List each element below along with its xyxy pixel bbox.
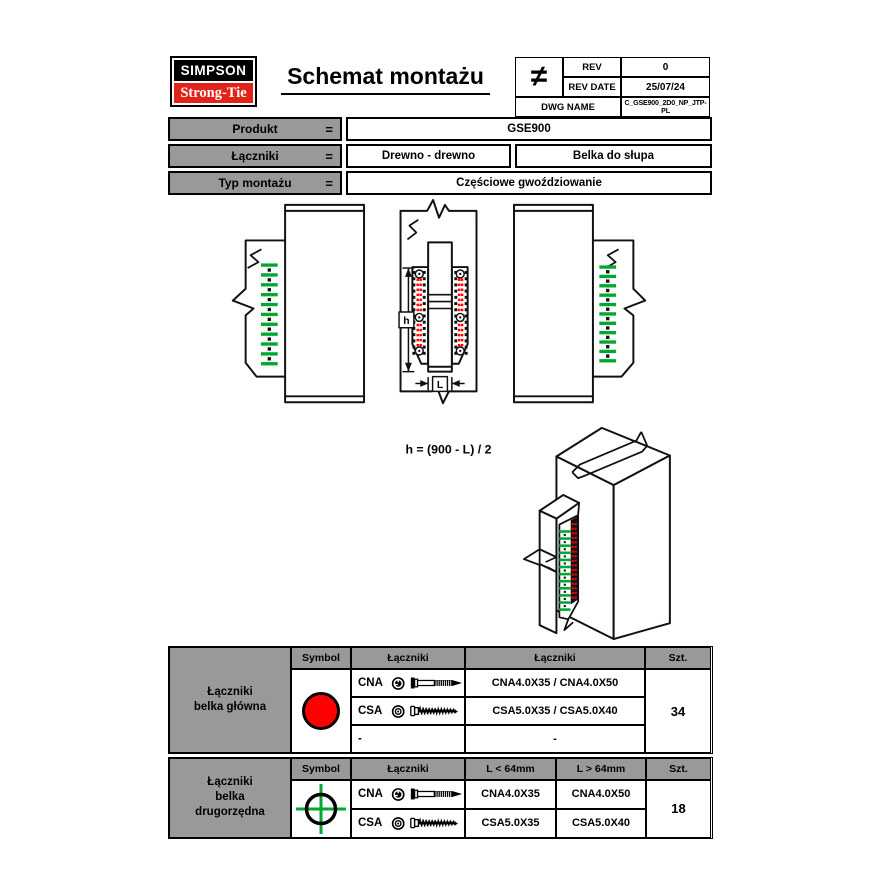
nail-head-icon (391, 676, 405, 691)
symbol-cell (291, 669, 351, 753)
fastener-row: CNA (351, 669, 465, 697)
crosshair-icon (296, 783, 346, 834)
fastener-value: - (465, 725, 645, 753)
front-view: h L (398, 198, 478, 405)
product-label-cell: Produkt = (168, 117, 342, 141)
symbol-cell (291, 779, 351, 838)
equals-sign: = (325, 121, 333, 137)
fastener-value: CNA4.0X35 / CNA4.0X50 (465, 669, 645, 697)
nail-icon (410, 676, 464, 690)
screw-icon (410, 816, 464, 830)
qty-value: 34 (645, 669, 711, 753)
fastener-code: CSA (358, 705, 383, 717)
rev-value: 0 (621, 57, 710, 77)
product-row: Produkt = GSE900 (168, 117, 712, 141)
fastener-long: CNA4.0X50 (556, 779, 646, 809)
dwg-name-value: C_GSE900_2D0_NP_JTP-PL (621, 97, 710, 117)
dimension-l: L (415, 375, 465, 393)
break-symbol (406, 218, 419, 241)
table-title: Łączniki belka główna (169, 647, 291, 753)
fastener-code: CNA (358, 677, 383, 689)
break-symbol (247, 248, 262, 269)
nail-holes-red (571, 523, 574, 599)
rev-date-label: REV DATE (563, 77, 621, 97)
side-view-left (231, 203, 366, 404)
fastener-row: CSA (351, 808, 465, 838)
sheet-title: Schemat montażu (281, 63, 490, 95)
product-value: GSE900 (346, 117, 712, 141)
col-length-long: L > 64mm (556, 757, 646, 780)
col-fasteners-left: Łączniki (351, 647, 465, 669)
nail-pattern (260, 263, 278, 366)
fastener-long: CSA5.0X40 (556, 808, 646, 838)
fastener-row: CSA (351, 697, 465, 725)
col-symbol: Symbol (291, 757, 351, 780)
fastener-code: CSA (358, 817, 383, 829)
red-circle-icon (302, 692, 340, 730)
nail-head-icon (391, 787, 405, 802)
fastener-value: CSA5.0X35 / CSA5.0X40 (465, 697, 645, 725)
table-title: Łączniki belka drugorzędna (169, 757, 291, 838)
bolt-holes (414, 269, 465, 356)
fasteners-label-cell: Łączniki = (168, 144, 342, 168)
col-length-short: L < 64mm (465, 757, 556, 780)
dwg-name-label: DWG NAME (515, 97, 621, 117)
nail-icon (410, 787, 464, 801)
fastener-code: CNA (358, 788, 383, 800)
equals-sign: = (325, 148, 333, 164)
screw-icon (410, 704, 464, 718)
nail-pattern (599, 265, 617, 363)
fasteners-value-1: Drewno - drewno (346, 144, 511, 168)
fastener-row: - (351, 725, 465, 753)
product-row: Typ montażu = Częściowe gwoździowanie (168, 171, 712, 195)
mount-type-value: Częściowe gwoździowanie (346, 171, 712, 195)
hole-dots (464, 271, 468, 355)
dim-l-label: L (437, 380, 443, 391)
fastener-short: CSA5.0X35 (465, 808, 556, 838)
side-view-right (513, 203, 647, 404)
fasteners-label: Łączniki (231, 149, 279, 163)
dimension-h: h (398, 267, 415, 373)
qty-value: 18 (646, 779, 711, 838)
beam-break-flap (522, 548, 541, 566)
fastener-code: - (358, 733, 362, 745)
mount-type-label: Typ montażu (218, 176, 292, 190)
height-formula: h = (900 - L) / 2 (405, 443, 491, 457)
top-notch-break (571, 431, 649, 480)
rev-label: REV (563, 57, 621, 77)
col-fasteners-right: Łączniki (465, 647, 645, 669)
dim-h-label: h (403, 316, 409, 327)
assembly-drawing: h L h = (900 - L) / 2 (231, 198, 671, 640)
product-table: Produkt = GSE900 Łączniki = Drewno - drewn… (168, 117, 712, 195)
screw-head-icon (391, 816, 405, 831)
fastener-row: CNA (351, 779, 465, 809)
nail-pattern (559, 530, 571, 611)
logo-strongtie-text: Strong-Tie (174, 83, 253, 103)
col-qty: Szt. (645, 647, 711, 669)
col-qty: Szt. (646, 757, 711, 780)
equals-sign: = (325, 175, 333, 191)
screw-head-icon (391, 704, 405, 719)
mount-type-label-cell: Typ montażu = (168, 171, 342, 195)
not-equal-icon: ≠ (515, 57, 563, 97)
sheet-header: SIMPSON Strong-Tie Schemat montażu ≠ REV… (168, 52, 712, 117)
col-symbol: Symbol (291, 647, 351, 669)
fasteners-main-table: Łączniki belka główna Symbol Łączniki Łą… (168, 646, 713, 754)
nail-holes-red (574, 523, 577, 599)
fasteners-secondary-table: Łączniki belka drugorzędna Symbol Łączni… (168, 756, 713, 839)
hole-dots (422, 271, 426, 355)
drawing-sheet: SIMPSON Strong-Tie Schemat montażu ≠ REV… (168, 52, 713, 839)
plate-tail (563, 618, 574, 632)
product-label: Produkt (232, 122, 278, 136)
product-row: Łączniki = Drewno - drewno Belka do słupa (168, 144, 712, 168)
isometric-view (522, 426, 671, 640)
col-fasteners: Łączniki (351, 757, 465, 780)
simpson-strongtie-logo: SIMPSON Strong-Tie (170, 56, 257, 107)
fasteners-value-2: Belka do słupa (515, 144, 712, 168)
title-wrap: Schemat montażu (263, 63, 508, 95)
logo-simpson-text: SIMPSON (174, 60, 253, 81)
fastener-short: CNA4.0X35 (465, 779, 556, 809)
rev-date-value: 25/07/24 (621, 77, 710, 97)
break-symbol (605, 248, 620, 269)
